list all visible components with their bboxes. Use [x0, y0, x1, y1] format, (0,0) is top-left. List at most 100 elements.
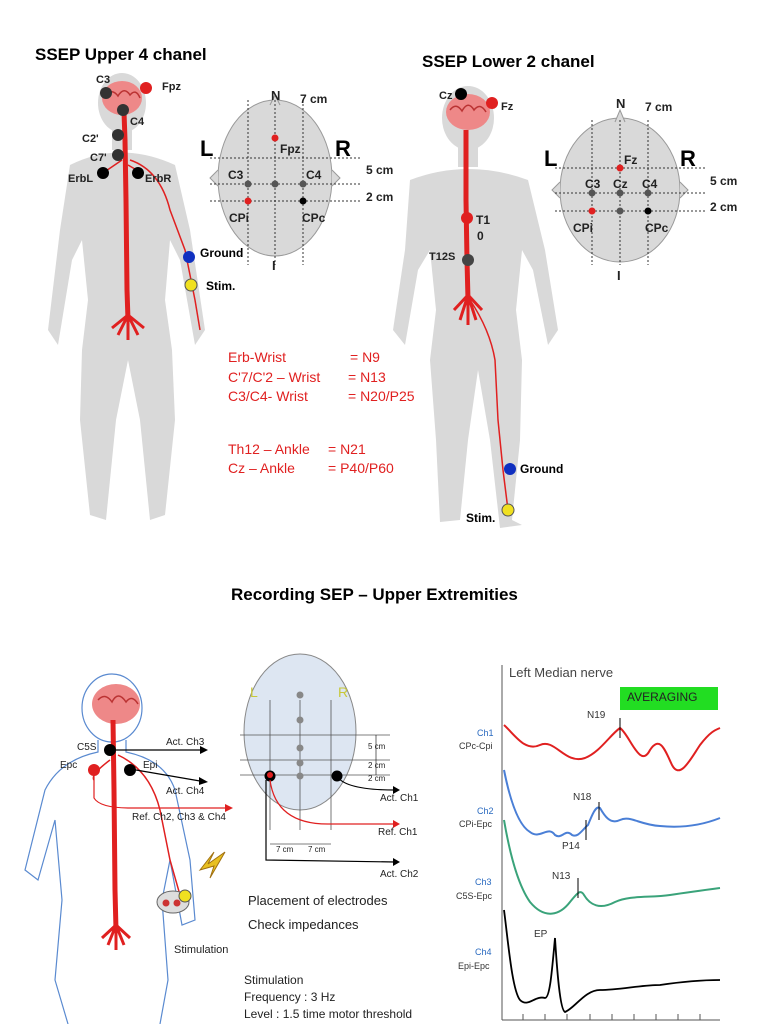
upper-electrode-ground: [183, 251, 195, 263]
upper-spinal-cord: [121, 111, 131, 321]
upper-electrode-stim: [184, 278, 198, 292]
equation-right: = N9: [350, 349, 380, 365]
label-c7: C7': [90, 152, 107, 164]
lower-scalp-7cm: 7 cm: [645, 100, 673, 114]
rec-scalp-5cm: 5 cm: [368, 742, 386, 751]
recording-electrode-epi: [124, 764, 136, 776]
averaging-badge: [620, 687, 718, 710]
upper-electrode-c2: [112, 129, 124, 141]
rec-label-stimulation: Stimulation: [174, 944, 229, 956]
equation-left: C3/C4- Wrist: [228, 388, 308, 404]
recording-electrode-epc: [88, 764, 100, 776]
lower-scalp-c4: C4: [642, 177, 658, 191]
label-stim: Stim.: [206, 279, 236, 293]
rec-frequency: Frequency : 3 Hz: [244, 990, 336, 1004]
ch2-name: CPi-Epc: [459, 819, 493, 829]
upper-scalp-fpz: Fpz: [280, 142, 301, 156]
lower-scalp-cz: Cz: [613, 177, 628, 191]
ch1-peak: N19: [587, 710, 606, 721]
upper-scalp-cpi: CPi: [229, 211, 250, 225]
upper-scalp-c4: C4: [306, 168, 322, 182]
rec-scalp-7cm-a: 7 cm: [276, 845, 294, 854]
lower-electrode-ground: [504, 463, 516, 475]
recording-electrode-c5s: [104, 744, 116, 756]
upper-electrode-c3: [100, 87, 112, 99]
rec-label-ref: Ref. Ch2, Ch3 & Ch4: [132, 812, 226, 823]
section-title: Recording SEP – Upper Extremities: [231, 585, 518, 604]
label-t10-a: T1: [476, 213, 491, 227]
lower-scalp-cpi: CPi: [573, 221, 594, 235]
ch4-label: Ch4: [475, 947, 492, 957]
ch4-name: Epi-Epc: [458, 961, 490, 971]
waveform-ch2: [503, 769, 721, 838]
ch2-peak: N18: [573, 792, 592, 803]
ch3-name: C5S-Epc: [456, 891, 493, 901]
upper-electrode-fpz: [140, 82, 152, 94]
upper-title: SSEP Upper 4 chanel: [35, 45, 207, 64]
upper-electrode-erbr: [132, 167, 144, 179]
label-erbl: ErbL: [68, 173, 94, 185]
upper-electrode-erbl: [97, 167, 109, 179]
rec-label-epi: Epi: [143, 760, 158, 771]
lower-scalp-n: N: [616, 96, 626, 111]
equation-right: = N13: [348, 369, 386, 385]
equation-left: C'7/C'2 – Wrist: [228, 369, 321, 385]
lower-electrode-cz: [455, 88, 467, 100]
label-t12s: T12S: [429, 251, 456, 263]
lower-scalp-fz: Fz: [624, 153, 638, 167]
lower-scalp-diagram: [551, 108, 705, 265]
upper-scalp-n: N: [271, 88, 281, 103]
ch1-label: Ch1: [477, 728, 494, 738]
rec-scalp-l: L: [250, 684, 258, 700]
waveform-ch4: [503, 909, 721, 1013]
upper-brain: [102, 81, 142, 115]
rec-placement: Placement of electrodes: [248, 893, 388, 908]
recording-body-outline: [24, 673, 196, 1024]
upper-scalp-c3: C3: [228, 168, 244, 182]
lower-electrode-stim: [501, 503, 515, 517]
rec-scalp-2cm-b: 2 cm: [368, 774, 386, 783]
rec-level: Level : 1.5 time motor threshold: [244, 1007, 413, 1021]
label-fpz: Fpz: [162, 81, 181, 93]
label-fz: Fz: [501, 101, 514, 113]
label-c3: C3: [96, 74, 111, 86]
equation-right: = P40/P60: [328, 460, 394, 476]
ch4-peak: EP: [534, 929, 548, 940]
lower-scalp-l: L: [544, 146, 558, 171]
label-lower-ground: Ground: [520, 462, 564, 476]
equation-right: = N20/P25: [348, 388, 415, 404]
upper-scalp-r: R: [335, 136, 351, 161]
label-erbr: ErbR: [145, 173, 172, 185]
lower-spinal-cord: [463, 130, 471, 301]
upper-lower-figures: [48, 73, 705, 528]
lower-scalp-5cm: 5 cm: [710, 174, 738, 188]
lower-leg-nerve: [469, 299, 509, 511]
lower-scalp-c3: C3: [585, 177, 601, 191]
waveform-ch3: [503, 819, 721, 915]
rec-label-act-ch4: Act. Ch4: [166, 786, 205, 797]
upper-scalp-cpc: CPc: [302, 211, 326, 225]
label-c2: C2': [82, 133, 99, 145]
averaging-label: AVERAGING: [627, 690, 698, 704]
label-t10-b: 0: [477, 229, 484, 243]
upper-arm-nerve: [129, 159, 201, 331]
equation-left: Erb-Wrist: [228, 349, 287, 365]
upper-scalp-7cm: 7 cm: [300, 92, 328, 106]
rec-label-act-ch2: Act. Ch2: [380, 869, 419, 880]
lower-scalp-r: R: [680, 146, 696, 171]
label-ground: Ground: [200, 246, 244, 260]
rec-label-c5s: C5S: [77, 742, 97, 753]
lower-title: SSEP Lower 2 chanel: [422, 52, 595, 71]
equation-left: Cz – Ankle: [228, 460, 295, 476]
upper-scalp-5cm: 5 cm: [366, 163, 394, 177]
recording-spinal-cord: [110, 719, 119, 931]
lower-scalp-cpc: CPc: [645, 221, 669, 235]
recording-scalp-diagram: [240, 653, 400, 866]
upper-scalp-i: I: [272, 258, 276, 273]
ch3-peak: N13: [552, 871, 571, 882]
waveform-panel: [501, 665, 721, 1021]
upper-electrode-c7: [112, 149, 124, 161]
label-c4: C4: [130, 116, 145, 128]
upper-scalp-l: L: [200, 136, 214, 161]
lower-scalp-i: I: [617, 268, 621, 283]
